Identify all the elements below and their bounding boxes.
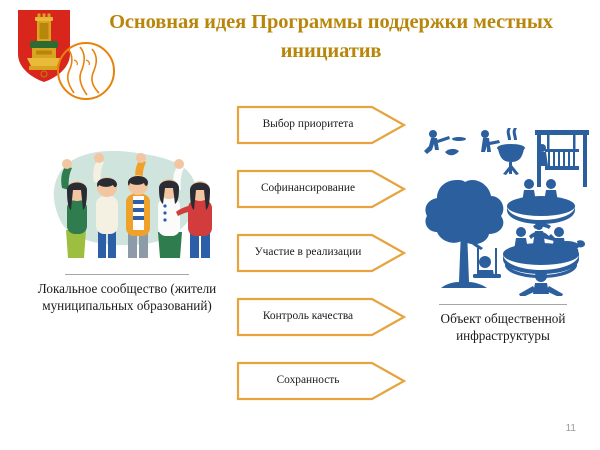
tree-with-swing-icon [425,179,504,288]
process-arrow-label: Софинансирование [260,182,356,195]
tver-oblast-coat-of-arms-icon [18,10,70,82]
process-arrow-4[interactable]: Контроль качества [236,295,406,339]
trampoline-icon [519,270,563,296]
process-arrow-3[interactable]: Участие в реализации [236,231,406,275]
arrow-shape-icon [236,297,406,337]
arrow-shape-icon [236,361,406,401]
header-logo-group [8,6,120,100]
community-caption: Локальное сообщество (жители муниципальн… [37,281,217,314]
three-faces-circle-logo-icon [57,42,115,100]
process-arrow-stack: Выбор приоритета Софинансирование Участи… [236,103,406,403]
process-arrow-1[interactable]: Выбор приоритета [236,103,406,147]
infrastructure-caption: Объект общественной инфраструктуры [440,311,566,344]
community-block: Локальное сообщество (жители муниципальн… [22,140,232,315]
arrow-shape-icon [236,233,406,273]
community-caption-divider [65,274,189,275]
barbecue-grill-icon [481,128,525,175]
splash-pool-icon [503,223,579,278]
infrastructure-block: Объект общественной инфраструктуры [408,122,598,345]
process-arrow-label: Выбор приоритета [262,118,354,131]
process-arrow-5[interactable]: Сохранность [236,359,406,403]
page-number: 11 [565,423,576,434]
slide-title: Основная идея Программы поддержки местны… [109,11,553,63]
frisbee-player-icon [424,130,466,156]
community-people-illustration [34,140,220,264]
process-arrow-label: Сохранность [276,374,340,387]
infrastructure-caption-divider [439,304,567,305]
arrow-shape-icon [236,169,406,209]
public-infrastructure-illustration [415,122,591,296]
process-arrow-label: Участие в реализации [254,246,362,259]
arrow-shape-icon [236,105,406,145]
process-arrow-2[interactable]: Софинансирование [236,167,406,211]
process-arrow-label: Контроль качества [262,310,354,323]
porch-swing-icon [535,130,589,187]
sandbox-icon [507,179,575,224]
